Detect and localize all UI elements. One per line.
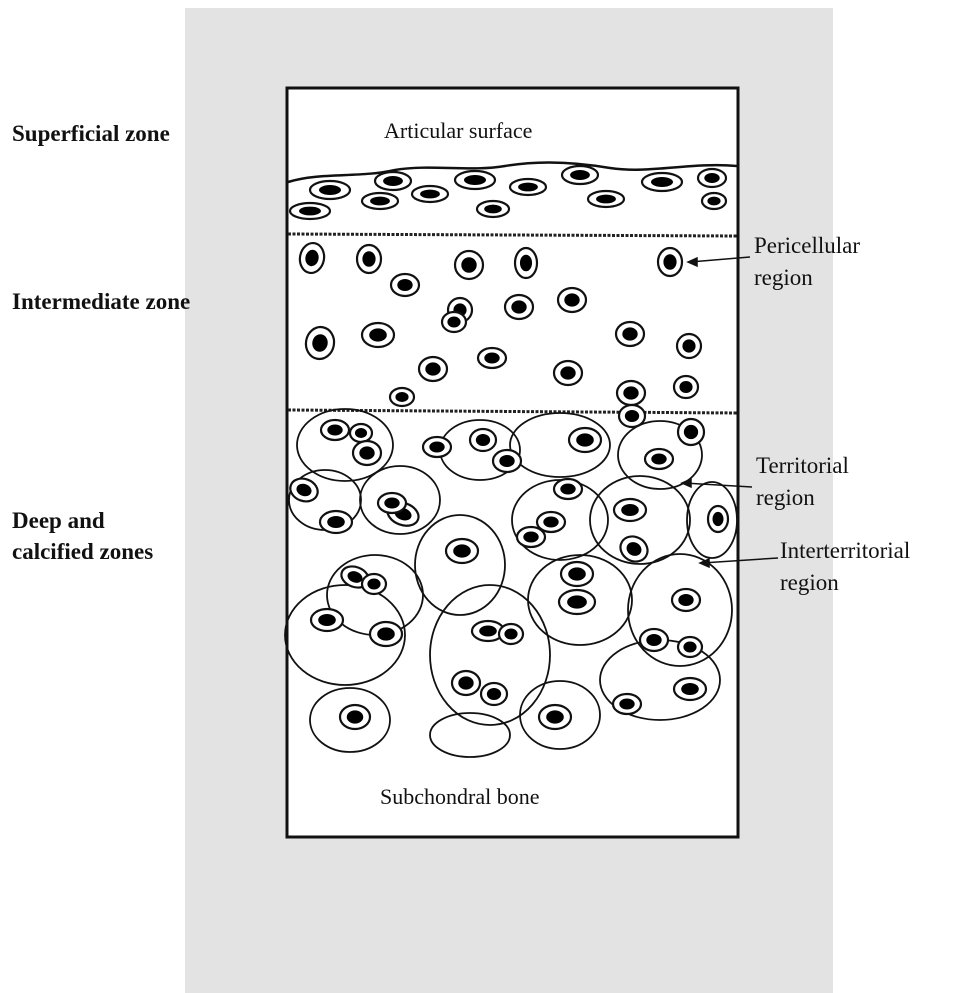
chondrocyte bbox=[442, 312, 466, 332]
chondrocyte bbox=[378, 493, 406, 513]
chondrocyte bbox=[515, 248, 537, 278]
chondrocyte bbox=[645, 449, 673, 469]
chondrocyte bbox=[617, 381, 645, 405]
chondrocyte bbox=[672, 589, 700, 611]
chondrocyte bbox=[539, 705, 571, 729]
superficial-zone-label: Superficial zone bbox=[12, 118, 170, 149]
chondrocyte bbox=[708, 506, 728, 532]
chondrocyte bbox=[588, 191, 624, 207]
chondrocyte bbox=[455, 251, 483, 279]
chondrocyte bbox=[353, 441, 381, 465]
pericellular-label-line2: region bbox=[754, 262, 860, 294]
chondrocyte bbox=[640, 629, 668, 651]
deep-zone-label-line1: Deep and bbox=[12, 505, 153, 536]
chondrocyte bbox=[510, 179, 546, 195]
chondrocyte bbox=[505, 295, 533, 319]
chondrocyte bbox=[616, 322, 644, 346]
chondrocyte bbox=[350, 424, 372, 442]
chondrocyte bbox=[698, 169, 726, 187]
chondrocyte bbox=[370, 622, 402, 646]
chondrocyte bbox=[613, 694, 641, 714]
chondrocyte bbox=[559, 590, 595, 614]
chondrocyte bbox=[674, 678, 706, 700]
chondrocyte bbox=[702, 193, 726, 209]
chondrocyte bbox=[477, 201, 509, 217]
chondrocyte bbox=[678, 637, 702, 657]
chondrocyte bbox=[362, 323, 394, 347]
interterritorial-label-line2: region bbox=[780, 567, 910, 599]
chondrocyte bbox=[375, 172, 411, 190]
territorial-region-label: Territorial region bbox=[756, 450, 849, 514]
chondrocyte bbox=[321, 420, 349, 440]
chondrocyte bbox=[642, 173, 682, 191]
chondrocyte bbox=[517, 527, 545, 547]
chondrocyte bbox=[499, 624, 523, 644]
chondrocyte bbox=[311, 609, 343, 631]
chondrocyte bbox=[554, 479, 582, 499]
chondrocyte bbox=[678, 419, 704, 445]
chondrocyte bbox=[310, 181, 350, 199]
chondrocyte bbox=[554, 361, 582, 385]
interterritorial-label-line1: Interterritorial bbox=[780, 535, 910, 567]
pericellular-region-label: Pericellular region bbox=[754, 230, 860, 294]
chondrocyte bbox=[423, 437, 451, 457]
chondrocyte bbox=[478, 348, 506, 368]
chondrocyte bbox=[558, 288, 586, 312]
chondrocyte bbox=[562, 166, 598, 184]
chondrocyte bbox=[561, 562, 593, 586]
deep-zone-label-line2: calcified zones bbox=[12, 536, 153, 567]
chondrocyte bbox=[412, 186, 448, 202]
chondrocyte bbox=[614, 499, 646, 521]
chondrocyte bbox=[569, 428, 601, 452]
intermediate-zone-label: Intermediate zone bbox=[12, 286, 190, 317]
chondrocyte bbox=[320, 511, 352, 533]
chondrocyte bbox=[674, 376, 698, 398]
chondrocyte bbox=[677, 334, 701, 358]
chondrocyte bbox=[493, 450, 521, 472]
chondrocyte bbox=[390, 388, 414, 406]
deep-zone-label: Deep and calcified zones bbox=[12, 505, 153, 567]
chondrocyte bbox=[340, 705, 370, 729]
territorial-label-line1: Territorial bbox=[756, 450, 849, 482]
interterritorial-region-label: Interterritorial region bbox=[780, 535, 910, 599]
territorial-label-line2: region bbox=[756, 482, 849, 514]
chondrocyte bbox=[446, 539, 478, 563]
chondrocyte bbox=[619, 405, 645, 427]
chondrocyte bbox=[470, 429, 496, 451]
chondrocyte bbox=[290, 203, 330, 219]
pericellular-label-line1: Pericellular bbox=[754, 230, 860, 262]
chondrocyte bbox=[452, 671, 480, 695]
chondrocyte bbox=[455, 171, 495, 189]
chondrocyte bbox=[481, 683, 507, 705]
chondrocyte bbox=[362, 574, 386, 594]
chondrocyte bbox=[419, 357, 447, 381]
chondrocyte bbox=[357, 245, 381, 273]
subchondral-bone-label: Subchondral bone bbox=[380, 784, 539, 810]
chondrocyte bbox=[362, 193, 398, 209]
articular-surface-label: Articular surface bbox=[384, 118, 532, 144]
chondrocyte bbox=[391, 274, 419, 296]
chondrocyte bbox=[658, 248, 682, 276]
